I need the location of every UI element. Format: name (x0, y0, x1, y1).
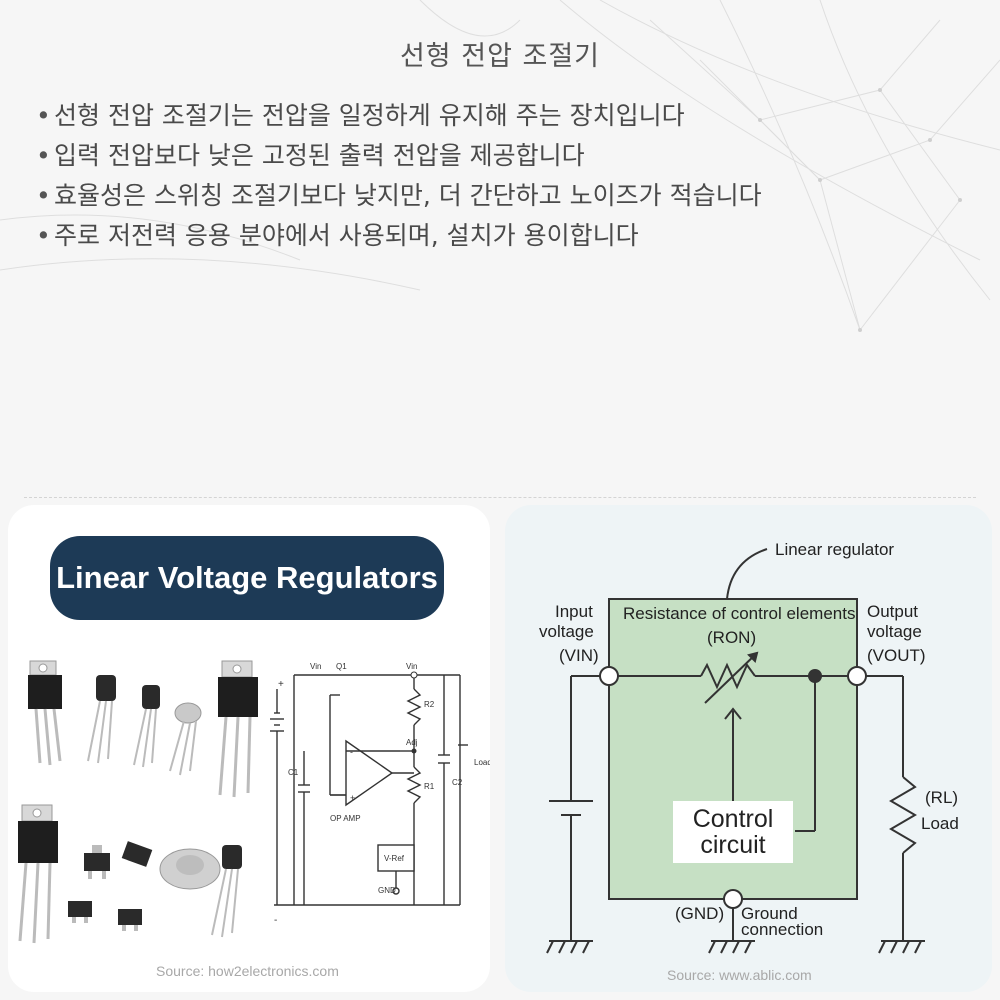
schematic-vref-label: V-Ref (384, 854, 405, 863)
to3-package-icon (159, 848, 221, 890)
opamp-plus-label: + (350, 793, 355, 803)
schematic-c2-label: C2 (452, 778, 463, 787)
bullet-text: 주로 저전력 응용 분야에서 사용되며, 설치가 용이합니다 (54, 221, 639, 250)
input-voltage-label: Input (555, 602, 593, 621)
schematic-q1-label: Q1 (336, 662, 347, 671)
slide-title: 선형 전압 조절기 (399, 41, 601, 72)
schematic-minus-label: - (274, 915, 277, 926)
schematic-adj-label: Adj (406, 738, 418, 747)
resistance-label: Resistance of control elements (623, 604, 855, 623)
bullet-dot-icon: • (36, 141, 51, 170)
gnd-label: (GND) (675, 904, 724, 923)
schematic-r2-label: R2 (424, 700, 435, 709)
bullet-dot-icon: • (36, 181, 51, 210)
output-terminal-icon (847, 666, 867, 686)
output-voltage-label: (VOUT) (867, 646, 926, 665)
bullet-list: •선형 전압 조절기는 전압을 일정하게 유지해 주는 장치입니다 •입력 전압… (36, 96, 762, 256)
to220-package-icon (18, 804, 58, 944)
regulator-schematic: Vin Q1 Vin C1 R2 Adj R1 C2 Load OP AMP V… (270, 662, 490, 926)
ground-terminal-icon (723, 889, 743, 909)
metal-can-package-icon (169, 702, 202, 776)
linear-regulator-label: Linear regulator (775, 540, 894, 559)
image-source-credit: Source: www.ablic.com (667, 967, 812, 983)
section-divider (24, 497, 976, 498)
bullet-dot-icon: • (36, 101, 51, 130)
schematic-r1-label: R1 (424, 782, 435, 791)
to92-package-icon (87, 675, 116, 764)
schematic-load-label: Load (474, 758, 490, 767)
input-terminal-icon (599, 666, 619, 686)
smd-package-icon (118, 909, 142, 931)
bullet-dot-icon: • (36, 221, 51, 250)
bullet-item: •주로 저전력 응용 분야에서 사용되며, 설치가 용이합니다 (36, 216, 762, 256)
schematic-vin-label: Vin (406, 662, 417, 671)
banner-title: Linear Voltage Regulators (50, 536, 444, 620)
input-voltage-label: voltage (539, 622, 594, 641)
load-label: Load (921, 814, 959, 833)
schematic-vin-label: Vin (310, 662, 321, 671)
smd-package-icon (84, 845, 110, 879)
to220-package-icon (28, 660, 62, 766)
bullet-text: 효율성은 스위칭 조절기보다 낮지만, 더 간단하고 노이즈가 적습니다 (54, 181, 762, 210)
control-circuit-box (673, 801, 793, 863)
bullet-text: 선형 전압 조절기는 전압을 일정하게 유지해 주는 장치입니다 (54, 101, 685, 130)
control-circuit-label: Control (693, 805, 774, 833)
to92-package-icon (133, 685, 160, 768)
ron-label: (RON) (707, 628, 756, 647)
schematic-opamp-label: OP AMP (330, 814, 361, 823)
ground-connection-label: connection (741, 920, 823, 939)
linear-regulator-diagram: Linear regulator Resistance of control e… (539, 540, 959, 954)
image-source-credit: Source: how2electronics.com (156, 963, 339, 979)
to92-package-icon (211, 845, 242, 938)
bullet-item: •입력 전압보다 낮은 고정된 출력 전압을 제공합니다 (36, 136, 762, 176)
right-image-card: Linear regulator Resistance of control e… (505, 505, 992, 992)
regulator-components-photo (18, 660, 258, 944)
rl-label: (RL) (925, 788, 958, 807)
opamp-minus-label: - (350, 747, 353, 757)
smd-package-icon (121, 841, 153, 867)
schematic-plus-label: + (278, 679, 284, 690)
left-image-card: Linear Voltage Regulators (8, 505, 490, 992)
output-voltage-label: Output (867, 602, 918, 621)
smd-package-icon (68, 901, 92, 923)
output-voltage-label: voltage (867, 622, 922, 641)
schematic-gnd-label: GND (378, 886, 396, 895)
ground-connection-label: Ground (741, 904, 798, 923)
schematic-c1-label: C1 (288, 768, 299, 777)
bullet-item: •선형 전압 조절기는 전압을 일정하게 유지해 주는 장치입니다 (36, 96, 762, 136)
to220-package-icon (218, 660, 258, 798)
control-circuit-label: circuit (700, 831, 765, 859)
bullet-text: 입력 전압보다 낮은 고정된 출력 전압을 제공합니다 (54, 141, 585, 170)
bullet-item: •효율성은 스위칭 조절기보다 낮지만, 더 간단하고 노이즈가 적습니다 (36, 176, 762, 216)
input-voltage-label: (VIN) (559, 646, 599, 665)
